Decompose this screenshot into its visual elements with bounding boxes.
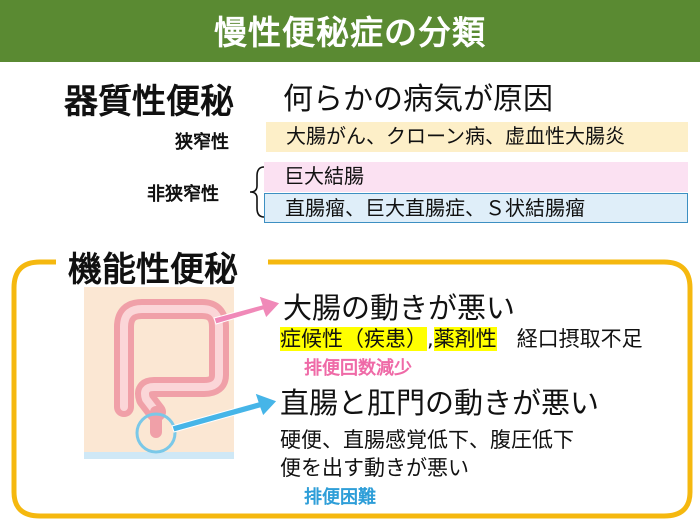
organic-subheading: 何らかの病気が原因 [283,82,553,117]
bracket-icon [249,166,265,218]
colon-title: 大腸の動きが悪い [283,291,516,325]
functional-heading: 機能性便秘 [64,242,242,291]
rectum-line2: 便を出す動きが悪い [280,456,469,480]
rectocele-box: 直腸瘤、巨大直腸症、Ｓ状結腸瘤 [264,193,688,223]
nonstenotic-label: 非狭窄性 [147,184,219,205]
colon-illustration [84,287,234,459]
rectum-title: 直腸と肛門の動きが悪い [280,386,600,420]
intake-cause: 経口摂取不足 [516,327,643,351]
page-title: 慢性便秘症の分類 [214,13,486,52]
megacolon-box: 巨大結腸 [264,162,688,192]
title-bar [0,0,700,62]
colon-result: 排便回数減少 [304,358,412,379]
rectum-line1: 硬便、直腸感覚低下、腹圧低下 [280,428,574,452]
symptomatic-cause: 症候性（疾患） [280,327,427,351]
rectum-result: 排便困難 [304,487,376,508]
drug-cause: 薬剤性 [433,327,497,351]
stenotic-label: 狭窄性 [175,132,229,153]
organic-heading: 器質性便秘 [64,82,234,122]
colon-causes: 症候性（疾患）,薬剤性経口摂取不足 [280,323,643,353]
cause-separator: , [427,327,434,351]
stenotic-box: 大腸がん、クローン病、虚血性大腸炎 [266,122,688,152]
